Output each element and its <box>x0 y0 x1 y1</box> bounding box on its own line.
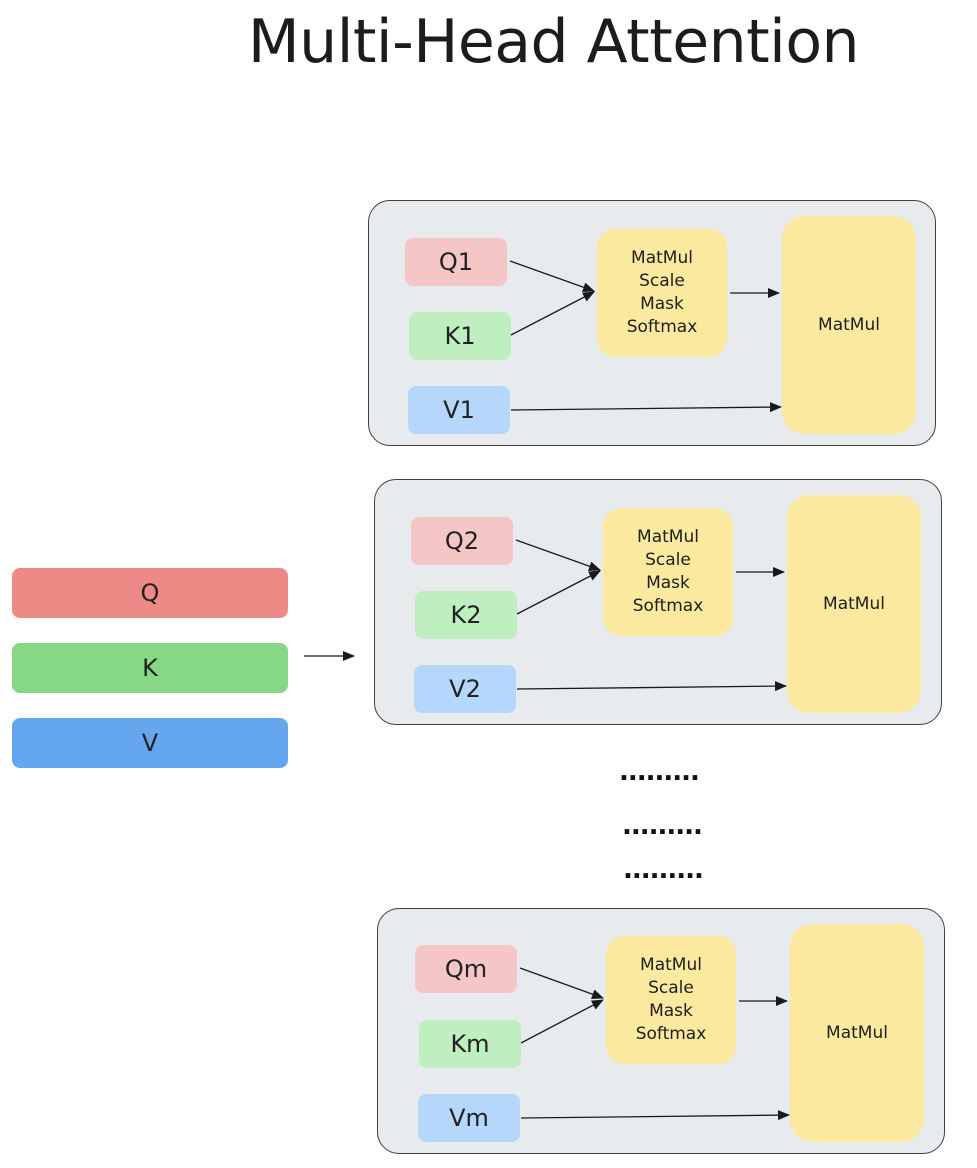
head-1-output-matmul: MatMul <box>782 216 916 434</box>
head-2-output-matmul: MatMul <box>787 495 921 713</box>
head-1-process-block: MatMul Scale Mask Softmax <box>597 229 727 357</box>
head-2-k: K2 <box>415 591 517 639</box>
ellipsis-3: ......... <box>623 855 704 885</box>
diagram-title: Multi-Head Attention <box>247 7 860 77</box>
head-1-v: V1 <box>408 386 510 434</box>
process-line-scale: Scale <box>639 271 685 291</box>
ellipsis-2: ......... <box>622 811 703 841</box>
process-line-softmax: Softmax <box>626 317 698 337</box>
head-m-v: Vm <box>418 1094 520 1142</box>
process-line-softmax: Softmax <box>632 596 704 616</box>
process-line-matmul: MatMul <box>631 248 693 268</box>
process-line-scale: Scale <box>648 978 694 998</box>
process-line-mask: Mask <box>649 1001 693 1021</box>
input-k-bar: K <box>12 643 288 693</box>
ellipsis-1: ......... <box>619 757 700 787</box>
process-line-softmax: Softmax <box>635 1024 707 1044</box>
head-m-output-matmul: MatMul <box>790 924 924 1142</box>
head-1-q: Q1 <box>405 238 507 286</box>
head-1-k: K1 <box>409 312 511 360</box>
head-2-v: V2 <box>414 665 516 713</box>
process-line-scale: Scale <box>645 550 691 570</box>
input-q-bar: Q <box>12 568 288 618</box>
head-m-process-block: MatMul Scale Mask Softmax <box>606 936 736 1064</box>
head-m-k: Km <box>419 1020 521 1068</box>
head-m-q: Qm <box>415 945 517 993</box>
process-line-mask: Mask <box>646 573 690 593</box>
process-line-matmul: MatMul <box>637 527 699 547</box>
input-v-bar: V <box>12 718 288 768</box>
process-line-matmul: MatMul <box>640 955 702 975</box>
head-2-q: Q2 <box>411 517 513 565</box>
head-2-process-block: MatMul Scale Mask Softmax <box>603 508 733 636</box>
process-line-mask: Mask <box>640 294 684 314</box>
